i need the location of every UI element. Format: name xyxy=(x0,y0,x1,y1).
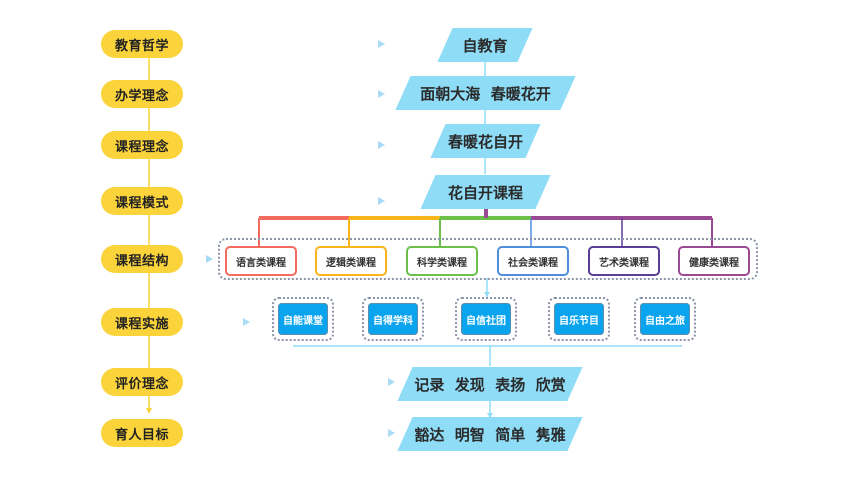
label-school-idea: 办学理念 xyxy=(101,80,183,108)
school-idea-text: 面朝大海 春暖花开 xyxy=(420,84,551,103)
label-education-philosophy: 教育哲学 xyxy=(101,30,183,58)
curriculum-idea-text: 春暖花自开 xyxy=(447,132,523,151)
arrow-head xyxy=(378,141,385,149)
school-idea-box: 面朝大海 春暖花开 xyxy=(395,76,576,110)
course-social: 社会类课程 xyxy=(497,246,569,276)
curriculum-model-box: 花自开课程 xyxy=(420,175,551,209)
course-logic: 逻辑类课程 xyxy=(315,246,387,276)
philosophy-box: 自教育 xyxy=(437,28,533,62)
impl-wrapper: 自能课堂 xyxy=(272,297,334,341)
arrow-head xyxy=(388,378,395,386)
goal-text: 豁达 明智 简单 隽雅 xyxy=(414,425,566,444)
arrow-head xyxy=(243,318,250,326)
course-structure-group xyxy=(218,238,758,280)
course-art: 艺术类课程 xyxy=(588,246,660,276)
arrow-head xyxy=(378,90,385,98)
curriculum-idea-box: 春暖花自开 xyxy=(430,124,541,158)
course-language: 语言类课程 xyxy=(225,246,297,276)
impl-club: 自信社团 xyxy=(461,303,511,335)
curriculum-model-text: 花自开课程 xyxy=(447,183,523,202)
impl-classroom: 自能课堂 xyxy=(278,303,328,335)
arrow-head xyxy=(388,429,395,437)
label-curriculum-idea: 课程理念 xyxy=(101,131,183,159)
arrow-head xyxy=(378,40,385,48)
arrow-head xyxy=(378,197,385,205)
goal-box: 豁达 明智 简单 隽雅 xyxy=(397,417,583,451)
evaluation-box: 记录 发现 表扬 欣赏 xyxy=(397,367,583,401)
impl-wrapper: 自得学科 xyxy=(362,297,424,341)
impl-subject: 自得学科 xyxy=(368,303,418,335)
philosophy-text: 自教育 xyxy=(462,36,508,55)
label-evaluation-idea: 评价理念 xyxy=(101,368,183,396)
evaluation-text: 记录 发现 表扬 欣赏 xyxy=(414,375,566,394)
impl-wrapper: 自由之旅 xyxy=(634,297,696,341)
impl-program: 自乐节目 xyxy=(554,303,604,335)
course-science: 科学类课程 xyxy=(406,246,478,276)
impl-wrapper: 自信社团 xyxy=(455,297,517,341)
arrow-head xyxy=(206,255,213,263)
label-education-goal: 育人目标 xyxy=(101,419,183,447)
impl-journey: 自由之旅 xyxy=(640,303,690,335)
label-curriculum-structure: 课程结构 xyxy=(101,245,183,273)
course-health: 健康类课程 xyxy=(678,246,750,276)
label-curriculum-implementation: 课程实施 xyxy=(101,308,183,336)
label-curriculum-model: 课程模式 xyxy=(101,187,183,215)
impl-wrapper: 自乐节目 xyxy=(548,297,610,341)
